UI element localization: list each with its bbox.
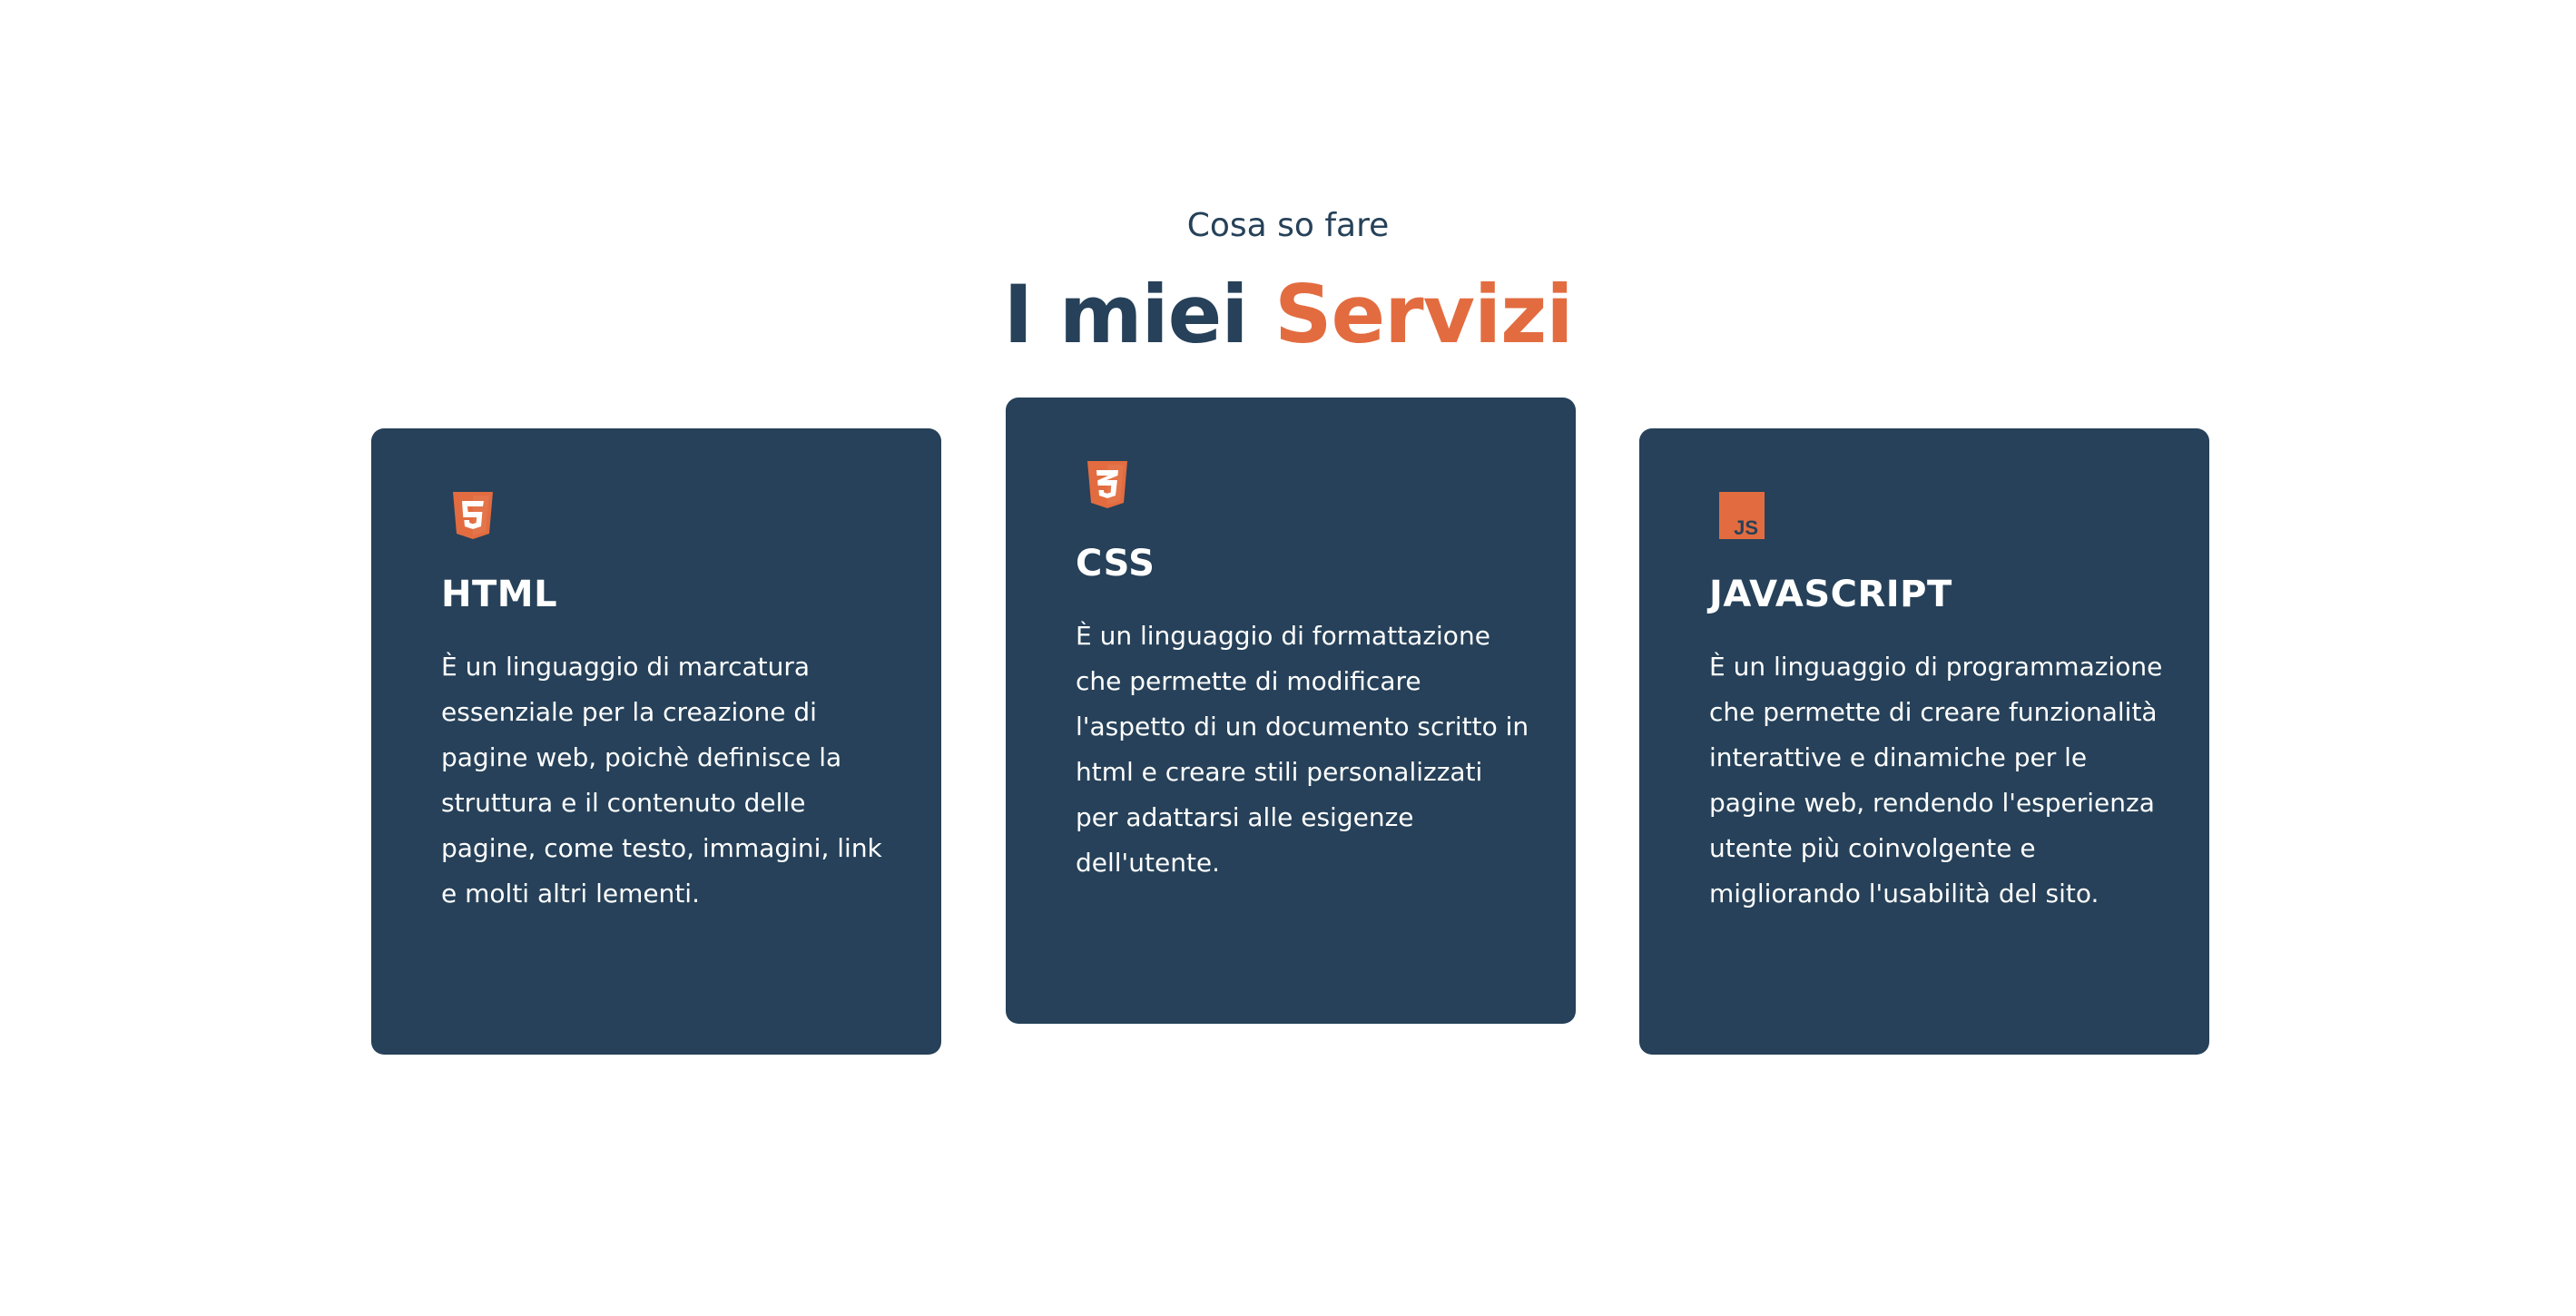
section-title-main: I miei [1003,268,1248,361]
service-title: HTML [441,574,558,615]
section-subtitle: Cosa so fare [1186,207,1390,244]
javascript-icon: JS [1719,492,1765,539]
section-title-accent: Servizi [1274,268,1573,361]
service-card-html: HTML È un linguaggio di marcatura essenz… [371,428,941,1055]
service-description: È un linguaggio di formattazione che per… [1076,621,1529,878]
css3-icon [1087,461,1127,508]
html5-icon [453,492,493,539]
service-description: È un linguaggio di marcatura essenziale … [441,652,882,908]
section-title: I miei Servizi [0,265,2576,365]
service-description: È un linguaggio di programmazione che pe… [1709,652,2163,908]
service-title: JAVASCRIPT [1709,574,1952,615]
svg-text:JS: JS [1734,516,1758,539]
service-card-javascript: JS JAVASCRIPT È un linguaggio di program… [1639,428,2209,1055]
service-card-css: CSS È un linguaggio di formattazione che… [1006,398,1576,1024]
service-title: CSS [1076,543,1155,584]
